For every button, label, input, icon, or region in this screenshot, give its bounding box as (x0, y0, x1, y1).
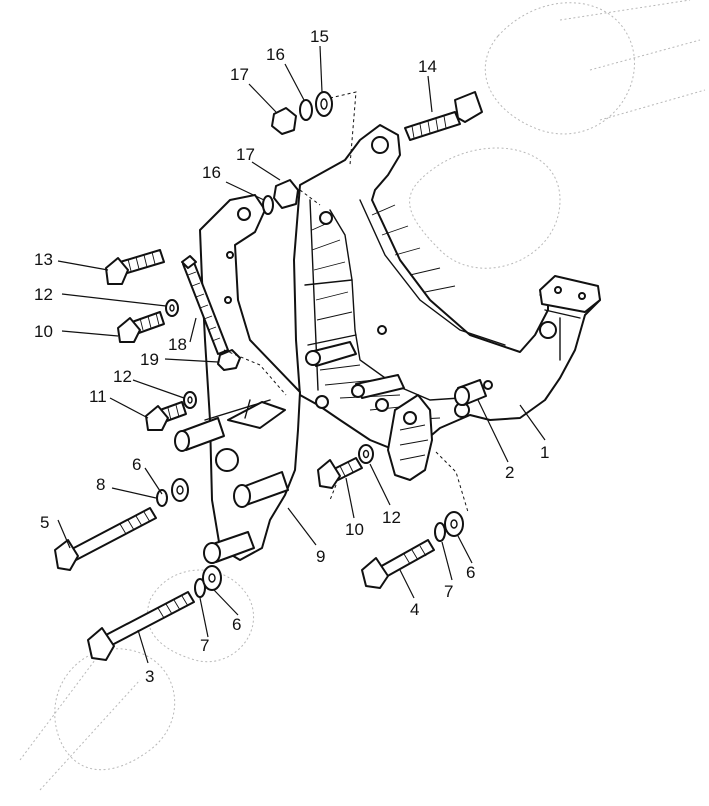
callout-8: 8 (96, 475, 105, 494)
callout-4: 4 (410, 600, 419, 619)
callout-3: 3 (145, 667, 154, 686)
callout-12c: 12 (382, 508, 401, 527)
callout-17b: 17 (236, 145, 255, 164)
callout-7b: 7 (444, 582, 453, 601)
bolt-left-lower (145, 401, 187, 431)
callout-7a: 7 (200, 636, 209, 655)
callout-18: 18 (168, 335, 187, 354)
alignment-lines (223, 91, 469, 513)
bolt-center (317, 457, 363, 489)
bolt-left-mid (117, 311, 165, 343)
callout-14: 14 (418, 57, 437, 76)
adjuster-stud (181, 255, 229, 355)
spacer-tube (454, 379, 487, 406)
leader-lines (57, 45, 546, 664)
bolt-top-left (105, 249, 165, 285)
callouts: 1 2 3 4 5 6 6 6 7 7 8 9 10 10 11 12 12 1… (34, 27, 549, 686)
spacer-tubes (174, 399, 289, 564)
callout-5: 5 (40, 513, 49, 532)
callout-6c: 6 (466, 563, 475, 582)
callout-19: 19 (140, 350, 159, 369)
callout-6b: 6 (232, 615, 241, 634)
adjuster-nut (217, 349, 241, 371)
callout-11: 11 (89, 387, 107, 406)
callout-17a: 17 (230, 65, 249, 84)
callout-12a: 12 (34, 285, 53, 304)
bolt-top-right (404, 91, 483, 141)
callout-9: 9 (316, 547, 325, 566)
callout-10b: 10 (345, 520, 364, 539)
callout-15: 15 (310, 27, 329, 46)
main-bracket (293, 124, 601, 451)
callout-10a: 10 (34, 322, 53, 341)
lower-centre-plate (387, 394, 433, 481)
front-plate (199, 194, 301, 561)
callout-16a: 16 (266, 45, 285, 64)
callout-2: 2 (505, 463, 514, 482)
callout-1: 1 (540, 443, 549, 462)
callout-13: 13 (34, 250, 53, 269)
washers-nuts (156, 91, 464, 598)
watermark (19, 0, 706, 791)
callout-6a: 6 (132, 455, 141, 474)
long-bolt-lower (87, 591, 195, 661)
long-bolt-left (54, 507, 157, 571)
bolt-lower-right (361, 539, 435, 589)
callout-12b: 12 (113, 367, 132, 386)
callout-16b: 16 (202, 163, 221, 182)
